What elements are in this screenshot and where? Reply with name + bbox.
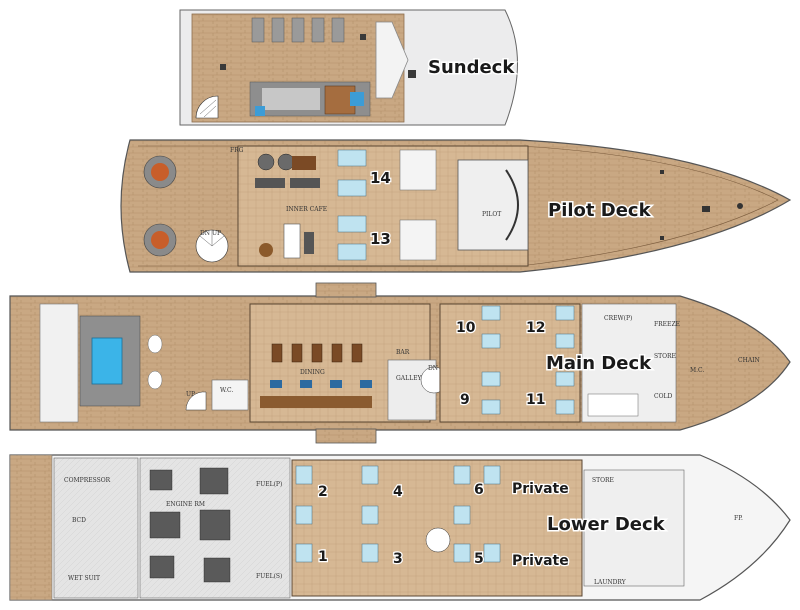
sundeck-canopy <box>375 21 409 99</box>
cabin-13-number: 13 <box>370 230 391 248</box>
sun-loungers <box>251 17 345 43</box>
sundeck-chairs <box>220 34 416 78</box>
main-aft-deck <box>39 303 79 423</box>
sundeck: Sundeck <box>179 9 518 126</box>
fuel-p-label: FUEL(P) <box>256 481 282 488</box>
pilot-bathrooms <box>399 149 437 261</box>
fuel-s-label: FUEL(S) <box>256 573 282 580</box>
engine-machinery <box>149 467 231 583</box>
cabin-11-number: 11 <box>526 392 545 408</box>
pilot-frg-label: FRG <box>230 147 244 154</box>
lower-deck-title: Lower Deck <box>547 514 666 535</box>
main-dn-label: DN <box>428 365 438 372</box>
inner-cafe-label: INNER CAFE <box>286 206 327 213</box>
main-wc <box>211 379 249 411</box>
main-cabin-beds <box>481 305 575 415</box>
pilot-cabins <box>337 149 367 261</box>
cold-label: COLD <box>654 393 672 400</box>
mc-label: M.C. <box>690 367 704 374</box>
main-deck-title: Main Deck <box>546 353 652 374</box>
pilot-house-label: PILOT <box>482 211 501 218</box>
dining-bench <box>260 396 372 408</box>
engine-room-label: ENGINE RM <box>166 501 205 508</box>
private-cabin-bottom-label: Private <box>512 553 569 569</box>
cabin-2-number: 2 <box>318 484 328 500</box>
fp-label: FP. <box>734 515 743 522</box>
laundry-label: LAUNDRY <box>594 579 627 586</box>
main-aft-stairs <box>185 391 207 411</box>
sundeck-lounge <box>249 81 371 117</box>
galley-label: GALLEY <box>396 375 422 382</box>
lower-spiral-stairs <box>425 527 451 553</box>
lower-deck: COMPRESSOR BCD WET SUIT ENGINE RM FUEL(P… <box>9 454 791 601</box>
lower-aft-deck <box>9 454 53 601</box>
wetsuit-label: WET SUIT <box>68 575 100 582</box>
bar-label: BAR <box>396 349 410 356</box>
freeze-label: FREEZE <box>654 321 680 328</box>
crew-label: CREW(P) <box>604 315 632 322</box>
bcd-label: BCD <box>72 517 86 524</box>
dining-tables <box>271 343 363 363</box>
sundeck-stairs <box>195 95 219 119</box>
dining-chairs <box>270 380 372 388</box>
main-pool <box>91 337 123 385</box>
main-wc-label: W.C. <box>220 387 233 394</box>
cabin-10-number: 10 <box>456 320 476 336</box>
main-boarding-platform-lower <box>315 428 377 444</box>
main-deck: W.C. UP DINING BAR GALLEY DN <box>9 282 791 444</box>
lower-store-label: STORE <box>592 477 614 484</box>
cabin-9-number: 9 <box>460 392 470 408</box>
pilot-aft-seating <box>143 155 177 257</box>
chain-label: CHAIN <box>738 357 760 364</box>
store-label: STORE <box>654 353 676 360</box>
cabin-12-number: 12 <box>526 320 545 336</box>
pilot-console <box>505 169 519 241</box>
lower-forward-stores <box>583 469 685 587</box>
compressor-label: COMPRESSOR <box>64 477 111 484</box>
pilot-stairs <box>195 229 229 263</box>
cabin-4-number: 4 <box>393 484 403 500</box>
sundeck-title: Sundeck <box>428 57 515 78</box>
cabin-1-number: 1 <box>318 549 328 565</box>
main-lounge <box>79 315 163 407</box>
main-store-boxes <box>587 393 639 417</box>
main-up-label: UP <box>186 391 195 398</box>
main-boarding-platform <box>315 282 377 298</box>
pilot-stairs-label: DN UP <box>200 230 221 237</box>
lower-cabin-beds <box>295 465 501 563</box>
pilot-house <box>457 159 529 251</box>
pilot-bow-fittings <box>660 170 743 240</box>
cabin-6-number: 6 <box>474 482 484 498</box>
pilot-deck-title: Pilot Deck <box>548 200 652 221</box>
cabin-14-number: 14 <box>370 169 391 187</box>
pilot-deck: DN UP FRG INNER CAFE 14 13 <box>120 139 792 273</box>
inner-cafe <box>255 153 320 259</box>
private-cabin-top-label: Private <box>512 481 569 497</box>
cabin-5-number: 5 <box>474 551 484 567</box>
dining-label: DINING <box>300 369 325 376</box>
cabin-3-number: 3 <box>393 551 403 567</box>
lower-dive-room <box>53 457 139 599</box>
pilot-deck-outline-inner <box>138 145 779 267</box>
